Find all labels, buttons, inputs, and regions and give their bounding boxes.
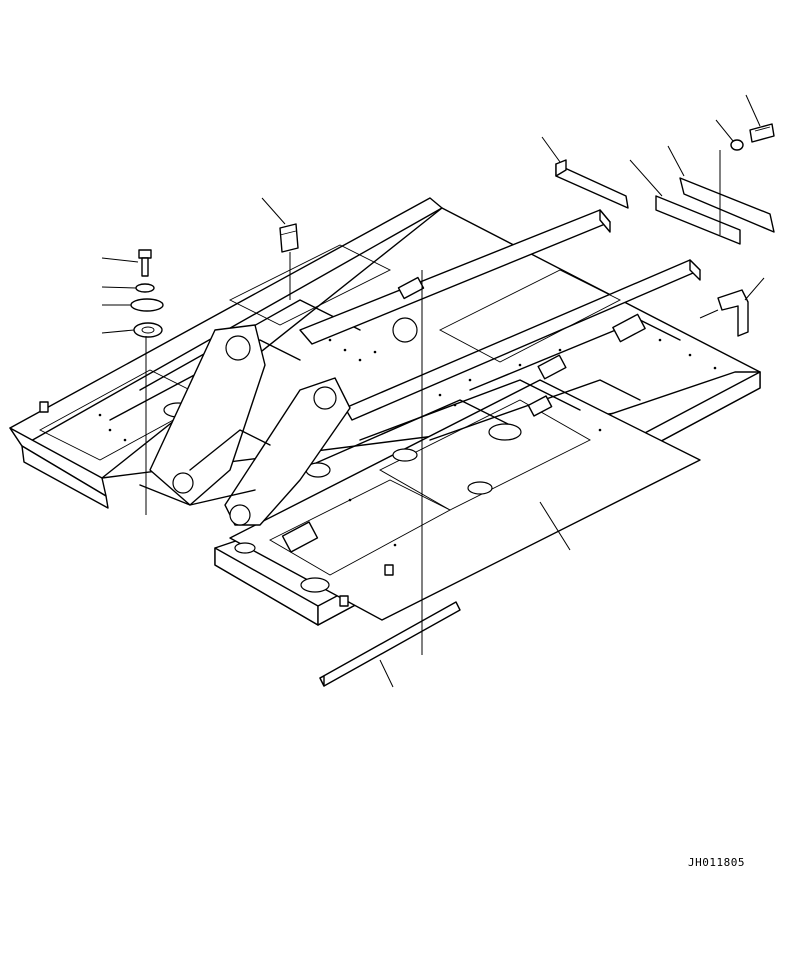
stopper-icon bbox=[717, 289, 749, 337]
work-equipment-bracket-icon bbox=[139, 324, 351, 526]
spacer-block-icon bbox=[279, 223, 299, 253]
leader-lines bbox=[101, 94, 765, 688]
cover-strip-icon bbox=[319, 601, 461, 687]
washer-icon bbox=[130, 283, 164, 338]
frame-assembly-icon bbox=[9, 197, 761, 626]
bolt-icon bbox=[749, 123, 775, 143]
bar-icon bbox=[555, 159, 629, 209]
drawing-id: JH011805 bbox=[688, 856, 745, 869]
bolt-icon bbox=[138, 249, 152, 277]
plate-icon bbox=[655, 177, 775, 245]
washer-icon bbox=[730, 139, 744, 151]
